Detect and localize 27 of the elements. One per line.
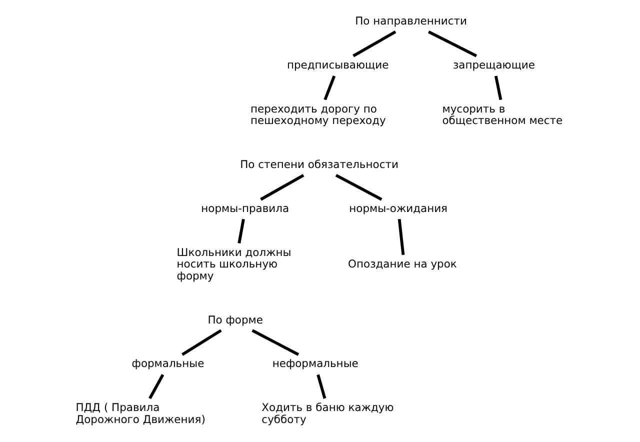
node-text: Ходить в баню каждую субботу (261, 401, 394, 426)
connector (427, 30, 477, 58)
node-text: формальные (131, 357, 204, 370)
connector (260, 174, 304, 201)
connector (352, 30, 396, 58)
node-text: По степени обязательности (240, 158, 398, 172)
node-text: По направленнисти (354, 14, 466, 28)
node-text: мусорить в общественном месте (442, 102, 562, 128)
connector (494, 76, 502, 100)
connector (323, 75, 336, 100)
node-text: ПДД ( Правила Дорожного Движения) (75, 401, 205, 426)
node-text: нормы-ожидания (348, 202, 448, 216)
connector (148, 374, 164, 400)
connector (316, 374, 326, 399)
node-text: переходить дорогу по пешеходному переходу (250, 102, 386, 128)
node-text: нормы-правила (200, 202, 289, 216)
node-text: запрещающие (452, 58, 535, 72)
node-text: предписывающие (286, 58, 388, 72)
connector (251, 329, 299, 356)
node-text: Школьники должны носить школьную форму (176, 246, 291, 282)
node-text: По форме (207, 313, 262, 326)
connector (397, 218, 404, 256)
node-text: неформальные (272, 357, 358, 370)
connector (237, 218, 244, 244)
connector (180, 329, 222, 356)
connector (334, 174, 382, 201)
node-text: Опоздание на урок (348, 258, 456, 271)
